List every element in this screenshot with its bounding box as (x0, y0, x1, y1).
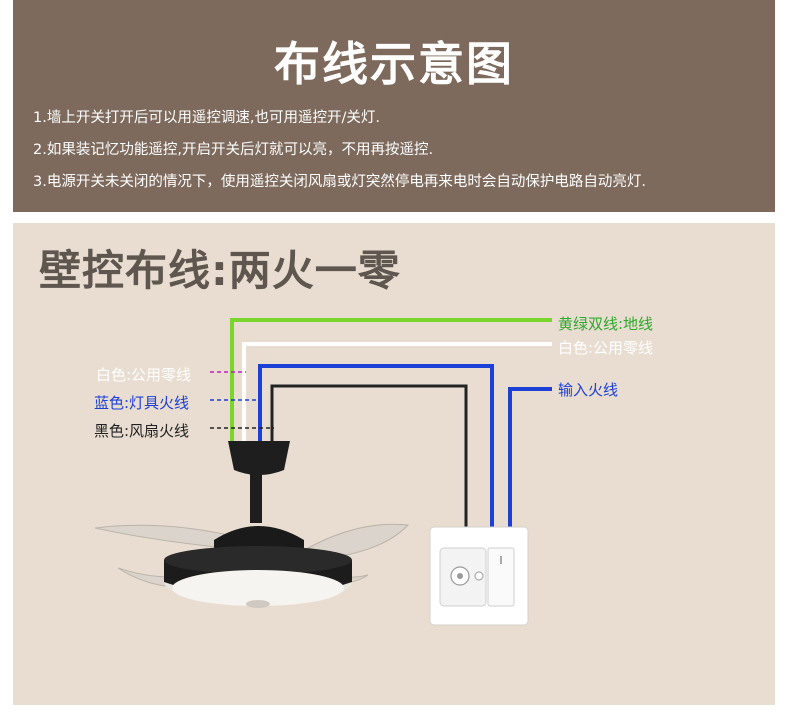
label-ground: 黄绿双线:地线 (558, 315, 654, 333)
wire-input-live (508, 387, 552, 550)
ceiling-fan-image (94, 441, 410, 608)
rule-1: 1.墙上开关打开后可以用遥控调速,也可用遥控开/关灯. (33, 110, 380, 126)
wiring-panel: 壁控布线:两火一零 (13, 223, 775, 705)
panel-subtitle: 壁控布线:两火一零 (39, 246, 401, 295)
label-black-fan-live: 黑色:风扇火线 (94, 422, 190, 440)
rule-2: 2.如果装记忆功能遥控,开启开关后灯就可以亮，不用再按遥控. (33, 142, 434, 158)
wire-fan-live (270, 384, 468, 552)
label-white-neutral-right: 白色:公用零线 (558, 339, 654, 357)
wire-ground (230, 318, 552, 441)
label-blue-light-live: 蓝色:灯具火线 (94, 394, 190, 412)
header-banner: 布线示意图 1.墙上开关打开后可以用遥控调速,也可用遥控开/关灯. 2.如果装记… (13, 0, 775, 212)
wire-light-live (258, 364, 494, 550)
page-title: 布线示意图 (274, 37, 514, 91)
wall-switch-image (429, 526, 529, 626)
label-input-live: 输入火线 (558, 381, 619, 399)
wire-neutral (242, 342, 552, 441)
rule-3: 3.电源开关未关闭的情况下，使用遥控关闭风扇或灯突然停电再来电时会自动保护电路自… (33, 174, 646, 190)
label-white-neutral-left: 白色:公用零线 (96, 366, 192, 384)
